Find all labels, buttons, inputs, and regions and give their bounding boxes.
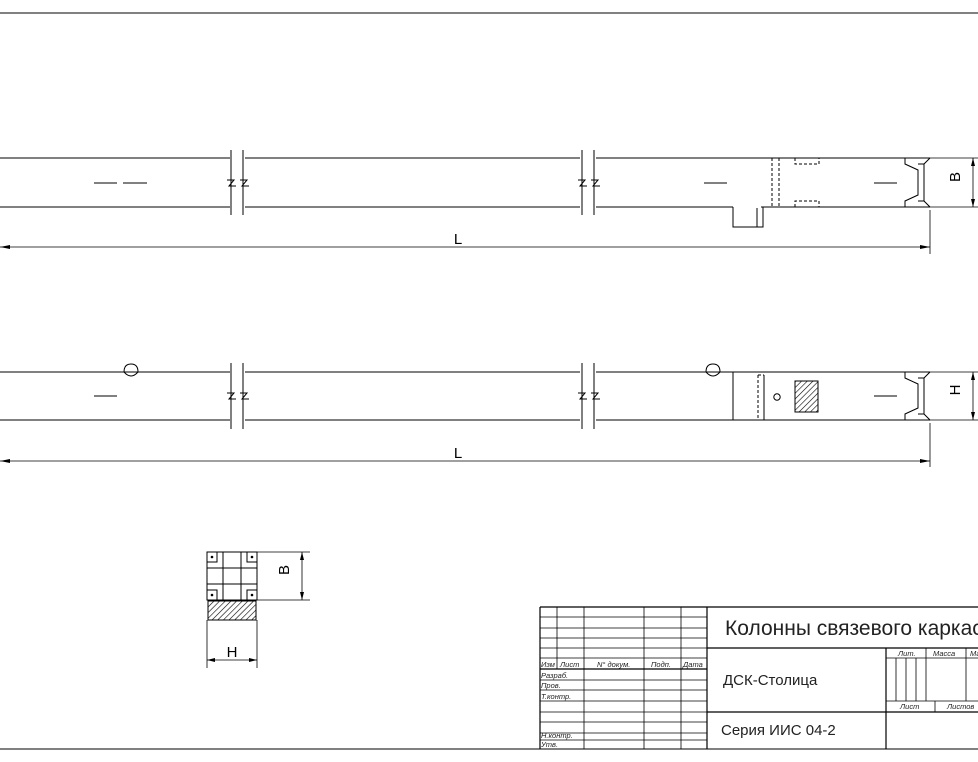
col-header-list: Лист bbox=[559, 660, 579, 669]
cross-section-arrows bbox=[207, 552, 304, 662]
title-block-series: Серия ИИС 04-2 bbox=[721, 722, 836, 739]
stage-header-lit: Лит. bbox=[897, 649, 916, 658]
stage-header-mass: Масса bbox=[933, 649, 955, 658]
dim-l-label-front: L bbox=[454, 445, 462, 462]
col-header-date: Дата bbox=[682, 660, 703, 669]
section-cut-hatch bbox=[207, 600, 257, 621]
section-b-label: B bbox=[276, 565, 293, 575]
section-h-label: H bbox=[227, 644, 238, 661]
row-label-checker: Пров. bbox=[541, 681, 561, 690]
title-block bbox=[539, 606, 978, 749]
embedded-plate bbox=[794, 380, 819, 413]
dim-h-label-front: H bbox=[947, 385, 964, 396]
sheets-label: Листов bbox=[946, 702, 974, 711]
row-label-developer: Разраб. bbox=[541, 671, 568, 680]
row-label-norm-control: Н.контр. bbox=[541, 731, 573, 740]
sheet-label: Лист bbox=[899, 702, 919, 711]
column-view-front bbox=[0, 363, 978, 467]
dim-l-label-top: L bbox=[454, 231, 462, 248]
title-block-title: Колонны связевого каркаса bbox=[725, 617, 978, 640]
stage-header-scale: Масштаб bbox=[970, 649, 978, 658]
col-header-doc: N° докум. bbox=[597, 660, 630, 669]
cross-section-dots bbox=[210, 555, 254, 597]
dim-b-label-top: B bbox=[947, 172, 964, 182]
row-label-approved: Утв. bbox=[540, 740, 558, 749]
row-label-tech-control: Т.контр. bbox=[541, 692, 571, 701]
column-view-top bbox=[0, 150, 978, 254]
col-header-sign: Подп. bbox=[651, 660, 671, 669]
title-block-organization: ДСК-Столица bbox=[723, 672, 818, 689]
sheet-frame bbox=[0, 12, 978, 750]
col-header-izm: Изм bbox=[541, 660, 555, 669]
